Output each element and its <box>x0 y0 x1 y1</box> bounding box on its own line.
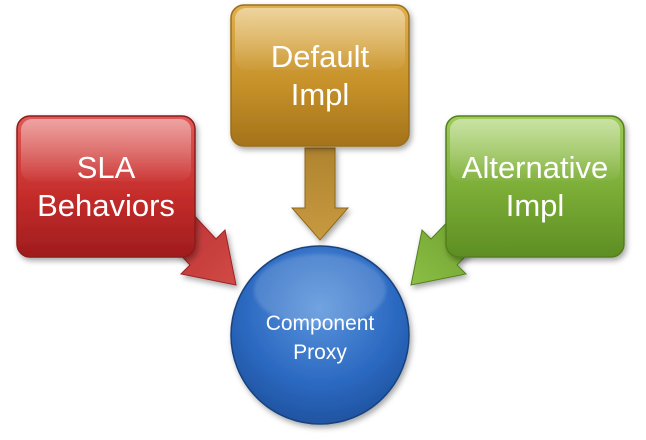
node-component-proxy-line1: Component <box>266 312 375 335</box>
node-sla-behaviors: SLA Behaviors <box>16 115 196 258</box>
node-sla-behaviors-line2: Behaviors <box>37 188 175 223</box>
node-sla-behaviors-line1: SLA <box>77 150 136 185</box>
node-alternative-impl-line2: Impl <box>506 188 565 223</box>
node-alternative-impl-line1: Alternative <box>462 150 608 185</box>
node-default-impl: Default Impl <box>230 4 410 147</box>
node-component-proxy-line2: Proxy <box>293 341 347 364</box>
node-component-proxy: Component Proxy <box>230 245 410 425</box>
node-alternative-impl: Alternative Impl <box>445 115 625 258</box>
node-default-impl-line1: Default <box>271 39 370 74</box>
node-default-impl-line2: Impl <box>291 77 350 112</box>
arrow-default-to-proxy <box>290 147 350 241</box>
